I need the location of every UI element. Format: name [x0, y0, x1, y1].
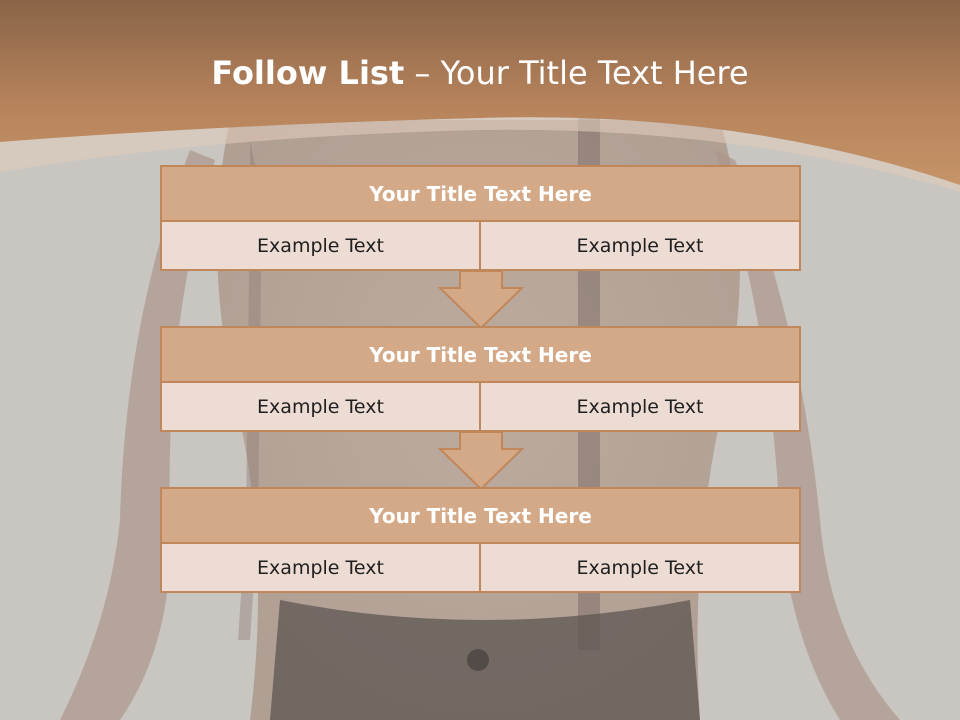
flow-box-2: Your Title Text Here Example Text Exampl…: [160, 326, 801, 432]
slide-title-bold: Follow List: [211, 54, 405, 92]
flow-box-title: Your Title Text Here: [160, 165, 801, 222]
down-arrow-icon: [438, 270, 524, 330]
flow-box-title: Your Title Text Here: [160, 487, 801, 544]
slide-title: Follow List – Your Title Text Here: [0, 54, 960, 92]
flow-box-right-text: Example Text: [479, 383, 801, 432]
flow-box-title: Your Title Text Here: [160, 326, 801, 383]
flow-box-right-text: Example Text: [479, 544, 801, 593]
flow-box-1: Your Title Text Here Example Text Exampl…: [160, 165, 801, 271]
slide-title-rest: – Your Title Text Here: [404, 54, 749, 92]
flow-box-right-text: Example Text: [479, 222, 801, 271]
flow-box-left-text: Example Text: [160, 544, 481, 593]
flow-box-left-text: Example Text: [160, 383, 481, 432]
down-arrow-icon: [438, 431, 524, 491]
flow-box-3: Your Title Text Here Example Text Exampl…: [160, 487, 801, 593]
flow-box-left-text: Example Text: [160, 222, 481, 271]
